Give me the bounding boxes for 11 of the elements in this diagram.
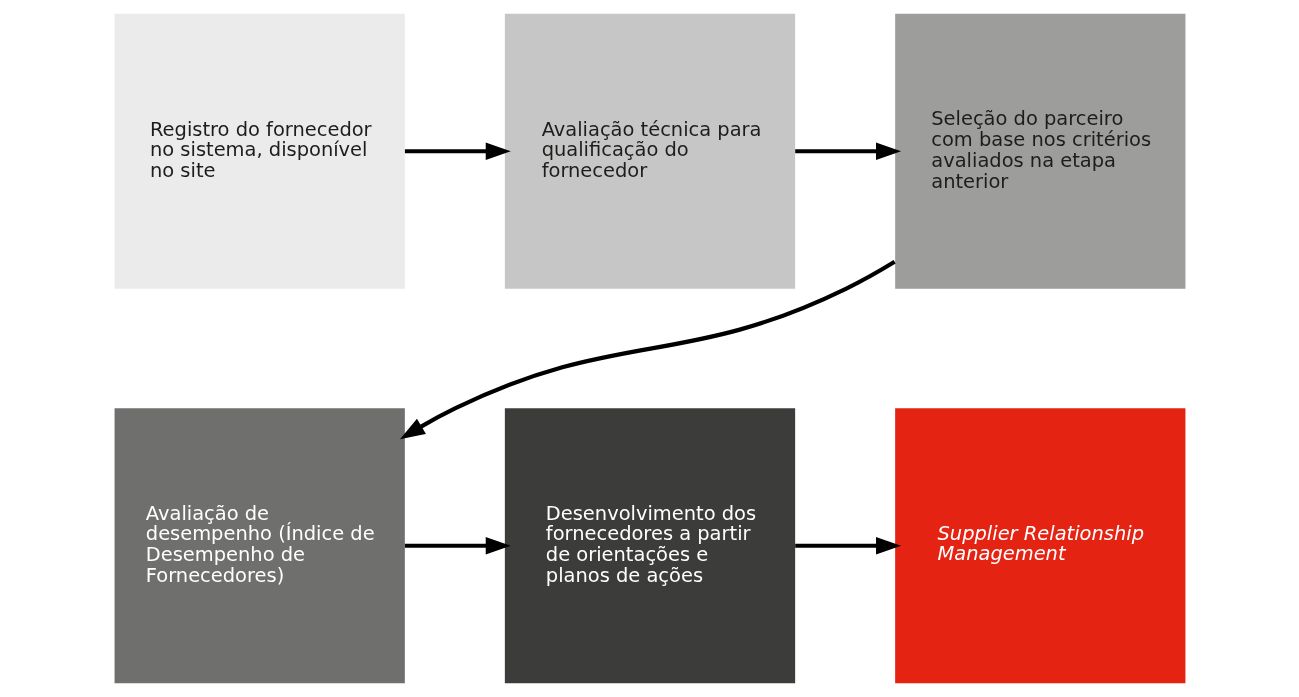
arrow: [399, 259, 896, 440]
node-box: Avaliação técnica para qualificação do fornecedor: [504, 13, 795, 289]
arrow: [404, 142, 511, 161]
node-box: Supplier Relationship Management: [894, 408, 1185, 684]
arrow: [794, 536, 901, 555]
node-box: Registro do fornecedor no sistema, disponível no site: [114, 13, 405, 289]
arrow: [404, 536, 511, 555]
node-box: Avaliação de desempenho (Índice de Desempenho de Fornecedores): [114, 408, 405, 684]
node-box: Seleção do parceiro com base nos critérios avaliados na etapa anterior: [894, 13, 1185, 289]
node-box: Desenvolvimento dos fornecedores a partir de orientações e planos de ações: [504, 408, 795, 684]
arrow: [794, 142, 901, 161]
